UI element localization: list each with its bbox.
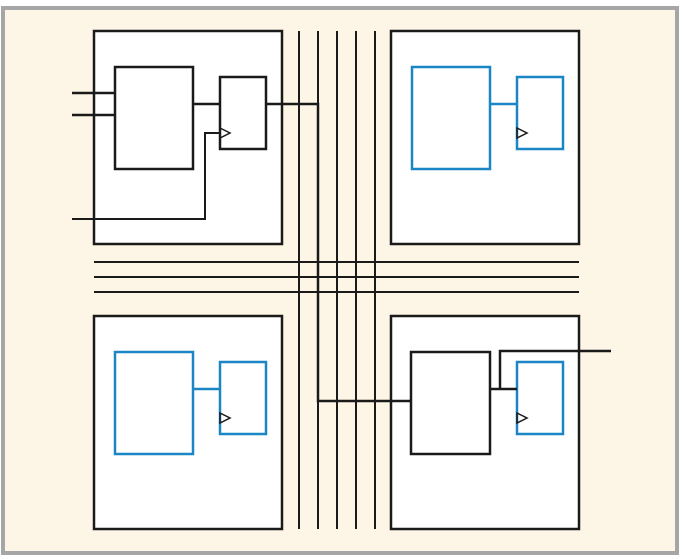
flip-flop-box: [515, 360, 565, 436]
clock-wire: [72, 132, 220, 220]
bottom-left-internals: [113, 350, 268, 456]
bottom-right-internals: [409, 349, 611, 456]
ff-output-route: [266, 102, 411, 403]
top-left-internals: [72, 65, 411, 403]
flip-flop-box: [515, 75, 565, 151]
lut-box: [113, 350, 195, 456]
flip-flop-box: [218, 75, 268, 151]
clock-triangle-icon: [516, 411, 529, 425]
clock-triangle-icon: [516, 126, 529, 140]
lut-box: [113, 65, 195, 171]
lut-box: [409, 350, 492, 456]
flip-flop-box: [218, 360, 268, 436]
top-right-internals: [410, 65, 565, 171]
horizontal-routing-channel: [94, 261, 579, 293]
clock-triangle-icon: [219, 126, 232, 140]
lut-box: [410, 65, 492, 171]
lut-output-wire: [498, 349, 611, 389]
clock-triangle-icon: [219, 411, 232, 425]
